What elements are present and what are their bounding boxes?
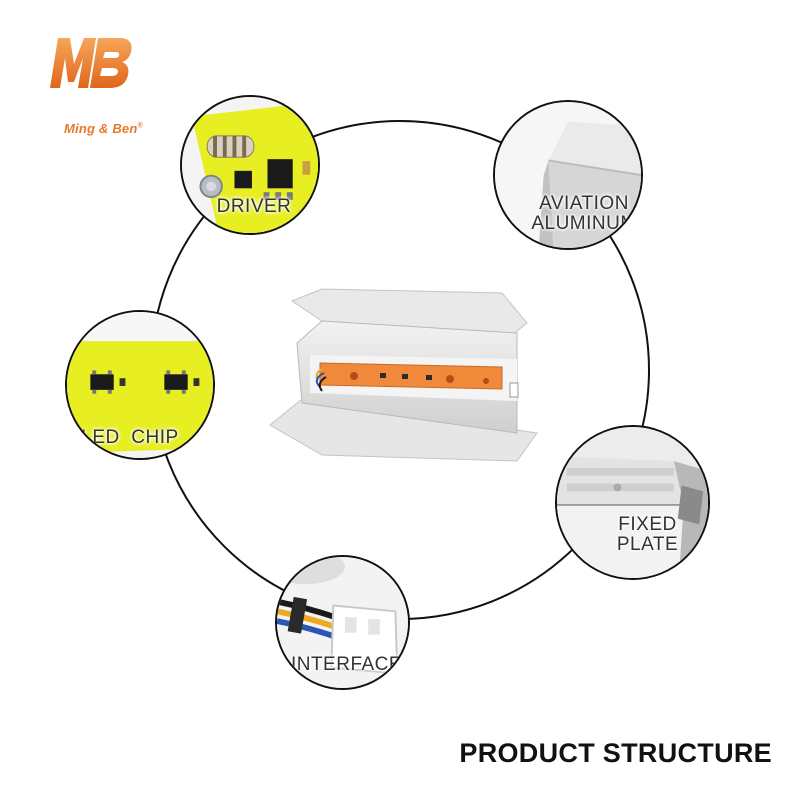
- driver-inset: DRIVER: [180, 95, 320, 235]
- aluminum-edge-photo-icon: [495, 102, 641, 248]
- led-chip-label-text: LED CHIP: [81, 427, 179, 448]
- aviation-aluminum-inset: AVIATION ALUMINUM: [493, 100, 643, 250]
- fixed-plate-label-line2: PLATE: [616, 534, 679, 555]
- brand-name: Ming & Ben®: [64, 121, 143, 136]
- fixed-plate-label-line1: FIXED: [618, 514, 677, 535]
- fixed-plate-inset: FIXED PLATE: [555, 425, 710, 580]
- product-structure-title: PRODUCT STRUCTURE: [459, 738, 772, 768]
- fixed-plate-photo-icon: [557, 427, 708, 578]
- fixed-plate-label: FIXED PLATE: [572, 514, 708, 555]
- aviation-label-line2: ALUMINUM: [531, 213, 637, 234]
- interface-label-text: INTERFACE: [290, 654, 403, 675]
- led-chip-label: LED CHIP: [67, 427, 203, 448]
- led-module-product: [262, 283, 552, 473]
- driver-label: DRIVER: [186, 196, 318, 217]
- interface-inset: INTERFACE: [275, 555, 410, 690]
- aviation-label-line1: AVIATION: [539, 193, 629, 214]
- led-chip-inset: LED CHIP: [65, 310, 215, 460]
- interface-label: INTERFACE: [281, 654, 408, 675]
- led-floodlight-module-photo-icon: [269, 288, 538, 462]
- led-chip-photo-icon: [67, 312, 213, 458]
- registered-mark: ®: [137, 122, 143, 130]
- mb-logo-icon: [50, 38, 132, 88]
- driver-label-text: DRIVER: [216, 196, 292, 217]
- driver-board-photo-icon: [182, 97, 318, 233]
- brand-name-text: Ming & Ben: [64, 121, 138, 136]
- brand-logo: Ming & Ben®: [30, 30, 170, 136]
- connector-photo-icon: [277, 557, 408, 688]
- aviation-aluminum-label: AVIATION ALUMINUM: [511, 193, 641, 234]
